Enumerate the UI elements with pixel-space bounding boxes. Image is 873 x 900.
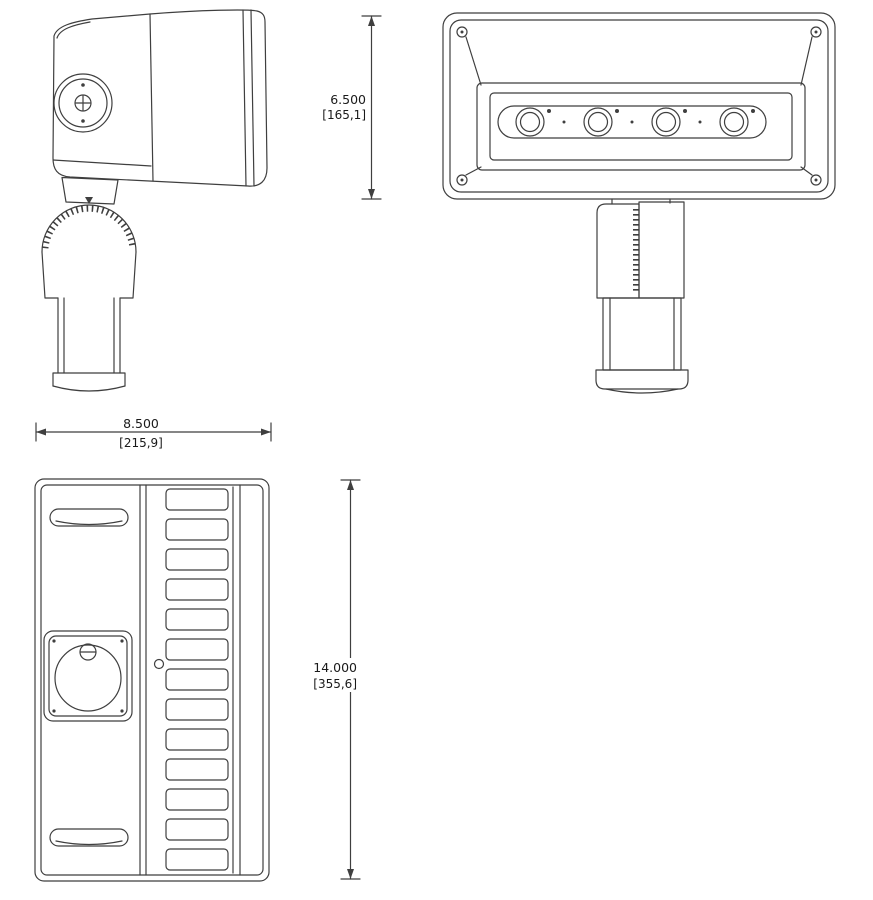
- top-view: [34, 478, 270, 882]
- junction-box-cover: [43, 630, 133, 722]
- dimension-text-mask: [315, 658, 359, 692]
- dimension-length-inches-label: 14.000: [313, 660, 357, 675]
- rib-screw: [153, 658, 165, 670]
- dimension-width-mm-label: [215,9]: [119, 436, 163, 450]
- vent-slots: [49, 508, 129, 847]
- corner-screws: [456, 26, 822, 186]
- side-view: [41, 9, 268, 392]
- dimension-length-mm-label: [355,6]: [313, 677, 357, 691]
- dimension-height: 6.500 [165,1]: [322, 15, 382, 200]
- dimension-height-mm-label: [165,1]: [322, 108, 366, 122]
- angle-pointer-icon: [85, 197, 93, 204]
- housing-outline: [52, 9, 268, 187]
- led-array: [497, 105, 767, 139]
- dimension-width-inches-label: 8.500: [123, 416, 159, 431]
- mounting-bracket: [61, 176, 119, 205]
- slipfitter-flange: [595, 369, 689, 390]
- front-view: [442, 12, 836, 394]
- front-housing-outline: [442, 12, 836, 200]
- phillips-screw-icon: [75, 95, 91, 111]
- slipfitter-mount: [52, 297, 126, 392]
- dimension-length: 14.000 [355,6]: [313, 479, 361, 880]
- dimension-height-inches-label: 6.500: [330, 92, 366, 107]
- heat-sink-fins: [165, 488, 229, 871]
- pivot-cap: [53, 73, 113, 133]
- serrated-knuckle: [41, 204, 137, 299]
- mounting-arm: [595, 198, 689, 394]
- dimension-width: 8.500 [215,9]: [35, 416, 272, 450]
- back-housing-outline: [34, 478, 270, 882]
